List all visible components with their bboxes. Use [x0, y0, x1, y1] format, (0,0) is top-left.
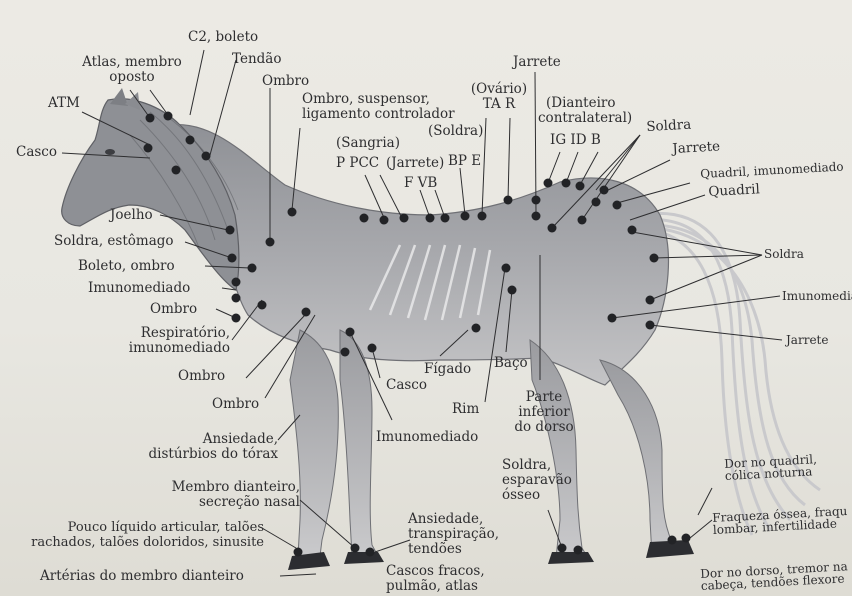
label-imunomedia-right: Imunomedia — [782, 289, 852, 304]
label-pouco-liquido-line1: Pouco líquido articular, talões — [0, 520, 264, 535]
label-parte-inferior: Parte inferior do dorso — [508, 390, 580, 435]
label-boleto-ombro: Boleto, ombro — [78, 259, 175, 274]
label-ombro-suspensor-line1: Ombro, suspensor, — [302, 92, 455, 107]
label-ombro-suspensor-line2: ligamento controlador — [302, 107, 455, 122]
label-ansiedade-torax: Ansiedade, distúrbios do tórax — [140, 432, 278, 462]
label-jarrete-right2: Jarrete — [786, 333, 828, 348]
label-imunomediado-left: Imunomediado — [88, 281, 190, 296]
label-pouco-liquido: Pouco líquido articular, talões rachados… — [0, 520, 264, 550]
label-soldra-esparavao-line3: ósseo — [502, 488, 572, 503]
label-atm: ATM — [48, 96, 80, 111]
label-p-pcc: P PCC — [336, 156, 379, 171]
label-ombro-low: Ombro — [212, 397, 259, 412]
label-pouco-liquido-line2: rachados, talões doloridos, sinusite — [0, 535, 264, 550]
label-ovario: (Ovário) TA R — [464, 82, 534, 112]
label-membro-dianteiro: Membro dianteiro, secreção nasal — [150, 480, 300, 510]
label-rim: Rim — [452, 402, 479, 417]
label-soldra-esparavao-line1: Soldra, — [502, 458, 572, 473]
label-tendao: Tendão — [232, 52, 281, 67]
label-quadril: Quadril — [708, 182, 760, 200]
label-ombro-mid: Ombro — [178, 369, 225, 384]
label-membro-dianteiro-line2: secreção nasal — [150, 495, 300, 510]
label-respiratorio-line2: imunomediado — [100, 341, 230, 356]
label-dianteiro-line1: (Dianteiro — [538, 96, 632, 111]
label-atlas-membro-line1: Atlas, membro — [72, 55, 192, 70]
label-jarrete-top: Jarrete — [513, 55, 561, 70]
label-soldra-esparavao: Soldra, esparavão ósseo — [502, 458, 572, 503]
label-ansiedade-transp-line2: transpiração, — [408, 527, 499, 542]
horse-ear — [110, 88, 128, 106]
label-ig-id-b: IG ID B — [550, 133, 601, 148]
label-respiratorio-line1: Respiratório, — [100, 326, 230, 341]
label-soldra-top: Soldra — [646, 118, 692, 135]
label-soldra-esparavao-line2: esparavão — [502, 473, 572, 488]
label-soldra-paren: (Soldra) — [428, 124, 483, 139]
label-ansiedade-torax-line2: distúrbios do tórax — [140, 447, 278, 462]
label-ansiedade-transp-line1: Ansiedade, — [408, 512, 499, 527]
label-respiratorio: Respiratório, imunomediado — [100, 326, 230, 356]
horse-eye — [105, 149, 115, 155]
label-bp-e: BP E — [448, 154, 481, 169]
label-parte-line1: Parte — [508, 390, 580, 405]
label-cascos-fracos-line1: Cascos fracos, — [386, 564, 485, 579]
label-c2-boleto: C2, boleto — [188, 30, 258, 45]
label-sangria: (Sangria) — [336, 136, 400, 151]
label-arterias: Artérias do membro dianteiro — [40, 569, 244, 584]
label-ta-r: TA R — [464, 97, 534, 112]
label-dor-quadril: Dor no quadril, cólica noturna — [724, 453, 818, 482]
label-jarrete-right: Jarrete — [672, 139, 721, 156]
label-ansiedade-torax-line1: Ansiedade, — [140, 432, 278, 447]
label-parte-line3: do dorso — [508, 420, 580, 435]
label-figado: Fígado — [424, 362, 471, 377]
label-ovario-line1: (Ovário) — [464, 82, 534, 97]
label-casco-left: Casco — [16, 145, 57, 160]
label-jarrete-paren: (Jarrete) — [386, 156, 444, 171]
label-dianteiro-line2: contralateral) — [538, 111, 632, 126]
label-ombro-suspensor: Ombro, suspensor, ligamento controlador — [302, 92, 455, 122]
label-baco: Baço — [494, 356, 528, 371]
label-parte-line2: inferior — [508, 405, 580, 420]
label-ansiedade-transp-line3: tendões — [408, 542, 499, 557]
label-soldra-estomago: Soldra, estômago — [54, 234, 174, 249]
label-ansiedade-transpiracao: Ansiedade, transpiração, tendões — [408, 512, 499, 557]
label-soldra-right: Soldra — [764, 247, 804, 262]
label-cascos-fracos: Cascos fracos, pulmão, atlas — [386, 564, 485, 594]
label-membro-dianteiro-line1: Membro dianteiro, — [150, 480, 300, 495]
label-casco-mid: Casco — [386, 378, 427, 393]
label-dianteiro: (Dianteiro contralateral) — [538, 96, 632, 126]
label-ombro-left: Ombro — [150, 302, 197, 317]
label-cascos-fracos-line2: pulmão, atlas — [386, 579, 485, 594]
label-atlas-membro-line2: oposto — [72, 70, 192, 85]
label-joelho: Joelho — [110, 208, 153, 223]
label-ombro-top: Ombro — [262, 74, 309, 89]
label-imunomediado-mid: Imunomediado — [376, 430, 478, 445]
label-atlas-membro: Atlas, membro oposto — [72, 55, 192, 85]
label-f-vb: F VB — [404, 176, 437, 191]
